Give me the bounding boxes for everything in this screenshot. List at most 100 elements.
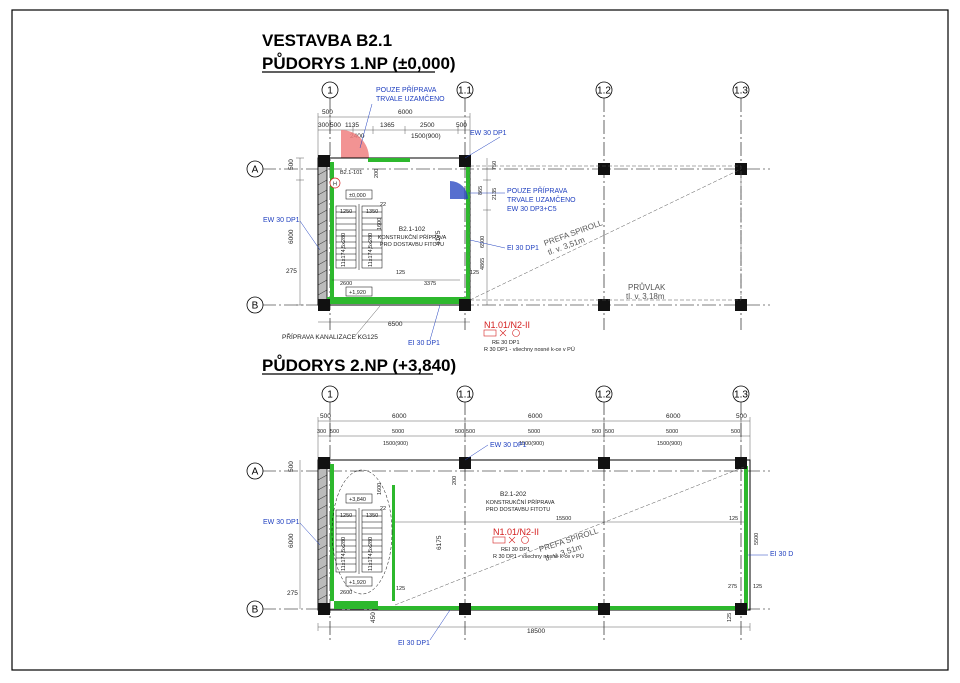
svg-text:1600: 1600 (377, 218, 383, 230)
plan1-note-right-1: POUZE PŘÍPRAVA (507, 186, 568, 195)
svg-text:11x174,5x280: 11x174,5x280 (368, 233, 374, 267)
plan2-level-bottom: +1,920 (349, 580, 366, 586)
plan2-ew30-left: EW 30 DP1 (263, 519, 300, 526)
svg-text:1250: 1250 (340, 209, 352, 215)
plan2-ei30-right: EI 30 D (770, 551, 793, 558)
svg-text:11x174,5x280: 11x174,5x280 (368, 537, 374, 571)
svg-text:200: 200 (374, 169, 380, 178)
plan2-ew30-top: EW 30 DP1 (490, 442, 527, 449)
plan2-room-desc-2: PRO DOSTAVBU FITOTU (486, 507, 550, 513)
svg-text:500: 500 (288, 461, 295, 472)
svg-text:6500: 6500 (388, 321, 403, 328)
svg-text:1600: 1600 (377, 483, 383, 495)
svg-text:2600: 2600 (340, 281, 352, 287)
plan1-axis-b: B (252, 301, 259, 312)
svg-text:1500(900): 1500(900) (383, 441, 408, 447)
plan2-fire-icon (521, 536, 529, 544)
svg-text:500: 500 (330, 122, 341, 129)
svg-text:1250: 1250 (340, 513, 352, 519)
plan1-ei30-bottom: EI 30 DP1 (408, 340, 440, 347)
svg-text:275: 275 (728, 584, 737, 590)
svg-text:2600: 2600 (340, 590, 352, 596)
plan2: 1 1.1 1.2 1.3 A B 500 6000 6000 6000 500… (246, 385, 793, 647)
svg-text:500: 500 (320, 413, 331, 420)
svg-text:1500(900): 1500(900) (411, 133, 441, 140)
plan2-ei30-bottom: EI 30 DP1 (398, 640, 430, 647)
svg-text:22: 22 (380, 202, 386, 208)
svg-text:3375: 3375 (424, 281, 436, 287)
svg-text:11x174,5x280: 11x174,5x280 (341, 537, 347, 571)
plan1-heading: PŮDORYS 1.NP (±0,000) (262, 53, 456, 73)
sheet-frame (11, 9, 949, 671)
plan2-axis-1-3: 1.3 (734, 390, 748, 401)
svg-text:125: 125 (753, 584, 762, 590)
svg-text:500: 500 (605, 429, 614, 435)
svg-text:REI 30 DP1: REI 30 DP1 (501, 547, 530, 553)
svg-text:5000: 5000 (666, 429, 678, 435)
svg-text:2135: 2135 (492, 188, 498, 200)
svg-text:200: 200 (452, 476, 458, 485)
plan2-axis-a: A (252, 467, 259, 478)
svg-text:6000: 6000 (398, 109, 413, 116)
plan1-axis-bubbles: 1 1.1 1.2 1.3 A B (246, 81, 750, 314)
svg-text:5000: 5000 (528, 429, 540, 435)
svg-text:865: 865 (478, 186, 484, 195)
svg-text:18500: 18500 (527, 628, 545, 635)
plan1-kanal: PŘÍPRAVA KANALIZACE KG125 (282, 332, 378, 341)
plan2-staircase (331, 469, 393, 595)
svg-text:125: 125 (729, 516, 738, 522)
svg-text:15500: 15500 (556, 516, 571, 522)
plan2-axis-bubbles: 1 1.1 1.2 1.3 A B (246, 385, 750, 618)
svg-text:275: 275 (286, 268, 297, 275)
plan2-axis-b: B (252, 605, 259, 616)
svg-text:1135: 1135 (345, 122, 359, 129)
svg-text:6175: 6175 (435, 230, 442, 245)
svg-text:500: 500 (731, 429, 740, 435)
svg-text:R 30 DP1 - všechny nosné k-ce: R 30 DP1 - všechny nosné k-ce v PÚ (493, 553, 584, 560)
plan1: 1 1.1 1.2 1.3 A B 500 6000 300 500 113 (246, 81, 770, 353)
svg-text:125: 125 (470, 270, 479, 276)
plan1-level-bottom: +1,920 (349, 290, 366, 296)
svg-text:125: 125 (396, 586, 405, 592)
plan1-level-top: ±0,000 (349, 193, 366, 199)
svg-text:125: 125 (396, 270, 405, 276)
plan1-door-swing-blue (450, 181, 468, 199)
plan2-axis-1-1: 1.1 (458, 390, 472, 401)
svg-text:RE 30 DP1: RE 30 DP1 (492, 340, 520, 346)
plan1-ei30-mid: EI 30 DP1 (507, 245, 539, 252)
svg-text:500: 500 (322, 109, 333, 116)
svg-text:500: 500 (330, 429, 339, 435)
plan1-axis-1-3: 1.3 (734, 86, 748, 97)
svg-text:1500(900): 1500(900) (657, 441, 682, 447)
plan1-room-desc-1: KONSTRUKČNÍ PŘÍPRAVA (378, 233, 447, 241)
plan1-room-code: B2.1-102 (399, 226, 426, 233)
svg-text:500: 500 (288, 159, 295, 170)
plan2-room-desc-1: KONSTRUKČNÍ PŘÍPRAVA (486, 498, 555, 506)
svg-text:125: 125 (727, 613, 733, 622)
svg-text:1365: 1365 (380, 122, 395, 129)
svg-text:6000: 6000 (666, 413, 681, 420)
svg-text:300: 300 (318, 122, 329, 129)
plan1-ew30-left: EW 30 DP1 (263, 217, 300, 224)
plan1-axis-1-2: 1.2 (597, 86, 611, 97)
plan1-h-badge: H (333, 182, 337, 188)
plan1-axis-1: 1 (327, 86, 333, 97)
plan2-axis-1: 1 (327, 390, 333, 401)
plan2-axis-1-2: 1.2 (597, 390, 611, 401)
svg-text:6500: 6500 (480, 236, 486, 248)
plan2-room-code: B2.1-202 (500, 491, 527, 498)
plan1-pruvlak-1: PRŮVLAK (628, 283, 666, 292)
svg-text:500: 500 (456, 122, 467, 129)
plan1-note-right-3: EW 30 DP3+C5 (507, 206, 557, 213)
plan1-axis-a: A (252, 165, 259, 176)
plan1-room-desc-2: PRO DOSTAVBU FITOTU (380, 242, 444, 248)
plan1-axis-1-1: 1.1 (458, 86, 472, 97)
svg-text:6000: 6000 (288, 229, 295, 244)
plan2-fire-code: N1.01/N2-II (493, 527, 539, 537)
svg-text:1350: 1350 (366, 513, 378, 519)
plan2-level-top: +3,840 (349, 497, 366, 503)
svg-text:750: 750 (492, 161, 498, 170)
plan1-fire-icon (512, 329, 520, 337)
